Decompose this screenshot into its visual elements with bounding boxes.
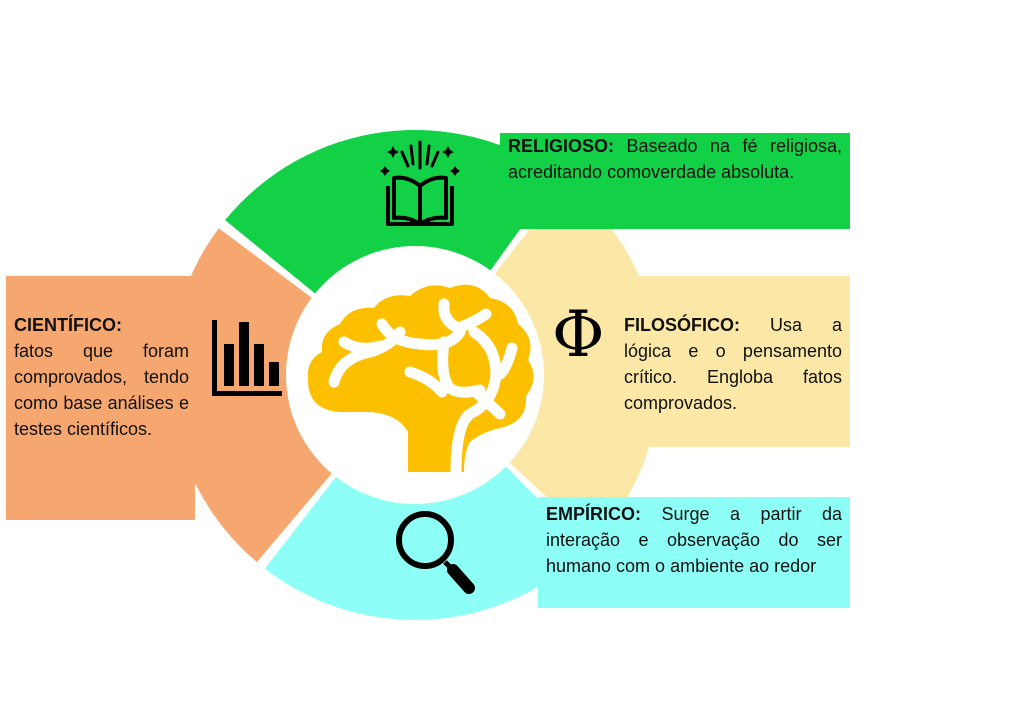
cientifico-title: CIENTÍFICO: — [14, 315, 122, 335]
segment-empirico — [264, 460, 588, 621]
cientifico-box: CIENTÍFICO: fatos que foram comprovados, … — [6, 276, 195, 520]
magnifier-icon — [396, 511, 475, 594]
empirico-title: EMPÍRICO: — [546, 504, 642, 524]
segment-religioso — [225, 130, 559, 300]
brain-icon — [307, 284, 534, 474]
filosofico-box: FILOSÓFICO: Usa a lógica e o pensamento … — [612, 276, 850, 447]
religioso-title: RELIGIOSO: — [508, 136, 615, 156]
filosofico-text: Usa a lógica e o pensamento crítico. Eng… — [624, 315, 842, 413]
filosofico-title: FILOSÓFICO: — [624, 315, 740, 335]
religioso-box: RELIGIOSO: Baseado na fé religiosa, acre… — [500, 133, 850, 229]
bar-chart-icon — [212, 320, 282, 396]
empirico-text: Surge a partir da interação e observação… — [546, 504, 842, 576]
religioso-text: Baseado na fé religiosa, acreditando com… — [508, 136, 842, 182]
cientifico-text: fatos que foram comprovados, tendo como … — [14, 341, 189, 439]
phi-icon: Φ — [552, 298, 605, 372]
empirico-box: EMPÍRICO: Surge a partir da interação e … — [538, 497, 850, 608]
open-book-icon — [380, 140, 460, 226]
segment-filosofico — [489, 182, 660, 542]
